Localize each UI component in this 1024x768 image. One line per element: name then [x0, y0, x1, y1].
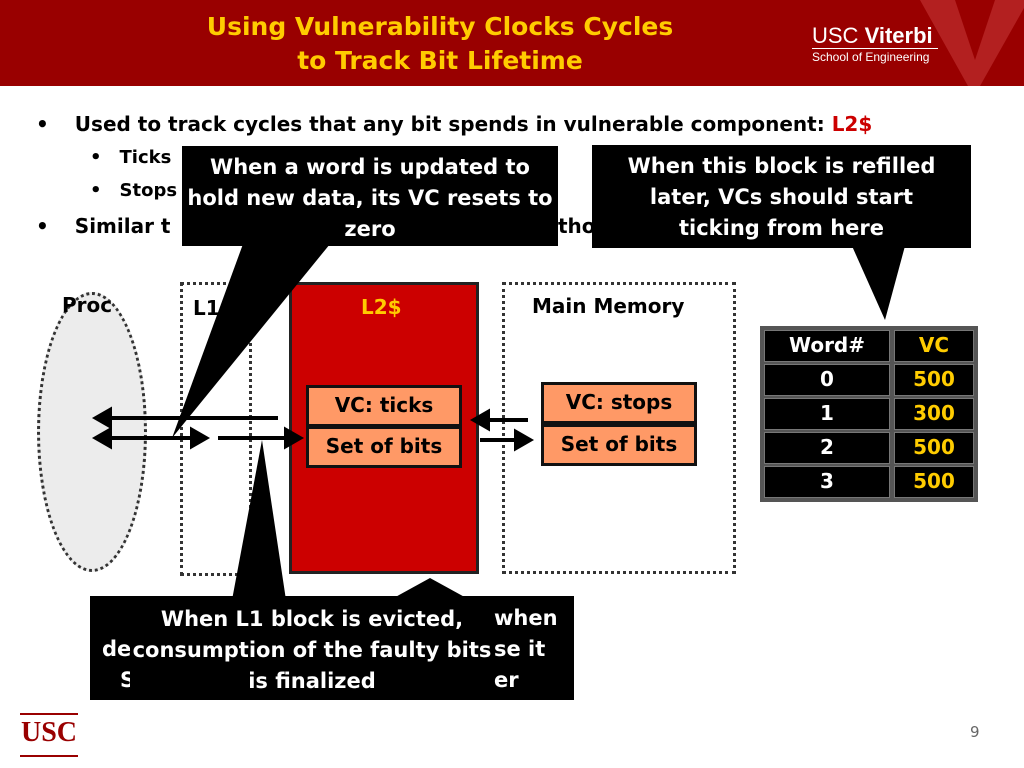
l2-bits-box: Set of bits: [306, 426, 462, 468]
mem-bits-box: Set of bits: [541, 424, 697, 466]
table-header-word: Word#: [764, 330, 890, 362]
table-row-vc: 500: [894, 466, 974, 498]
table-row-vc: 500: [894, 364, 974, 396]
usc-viterbi-logo: USC Viterbi: [812, 23, 933, 48]
l2-label: L2$: [361, 295, 402, 319]
processor-ellipse: [37, 292, 147, 572]
arrow-head-left: [91, 406, 112, 430]
bullet-1: •Used to track cycles that any bit spend…: [36, 112, 873, 136]
viterbi-v-logo: [920, 0, 1024, 86]
logo-divider: [812, 48, 938, 49]
table-row-word: 2: [764, 432, 890, 464]
usc-logo: USC: [20, 713, 78, 757]
title-line-2: to Track Bit Lifetime: [297, 46, 583, 75]
title-line-1: Using Vulnerability Clocks Cycles: [206, 12, 674, 41]
callout-back-line2a: de: [102, 637, 132, 661]
callout-evict: When L1 block is evicted, consumption of…: [130, 600, 494, 700]
sub-bullet-1: •Ticks: [90, 147, 172, 168]
slide-title: Using Vulnerability Clocks Cycles to Tra…: [130, 10, 750, 78]
proc-label: Proc: [62, 293, 113, 317]
school-label: School of Engineering: [812, 50, 930, 64]
l2-vc-box: VC: ticks: [306, 385, 462, 427]
callout-back-line1: when: [494, 606, 558, 630]
l1-label: L1: [193, 296, 220, 320]
bullet-2-tail: tho: [558, 214, 596, 238]
table-row-word: 1: [764, 398, 890, 430]
main-memory-label: Main Memory: [532, 294, 685, 318]
callout-back-line2b: se it: [494, 637, 546, 661]
callout-refill: When this block is refilled later, VCs s…: [592, 145, 971, 248]
bullet-2: •Similar t: [36, 214, 171, 238]
table-row-word: 0: [764, 364, 890, 396]
table-row-vc: 300: [894, 398, 974, 430]
table-header-vc: VC: [894, 330, 974, 362]
mem-vc-box: VC: stops: [541, 382, 697, 424]
table-row-vc: 500: [894, 432, 974, 464]
callout-word-update: When a word is updated to hold new data,…: [182, 146, 558, 246]
page-number: 9: [970, 723, 980, 741]
slide-header: [0, 0, 1024, 86]
sub-bullet-2: •Stops: [90, 180, 178, 201]
callout-back-line3b: er: [494, 668, 519, 692]
table-row-word: 3: [764, 466, 890, 498]
